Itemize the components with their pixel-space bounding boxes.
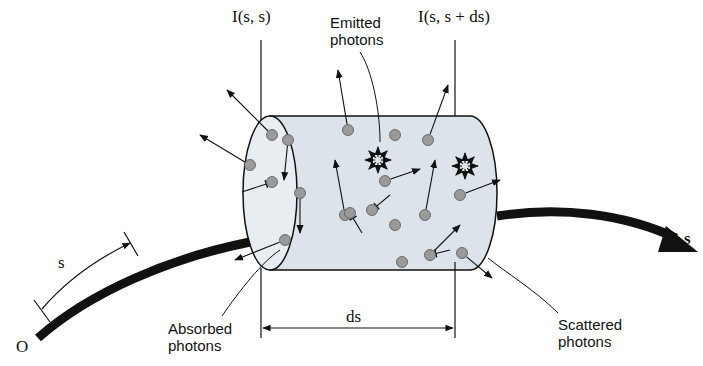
- tick-line: [124, 232, 138, 256]
- intensity-label: I(s, s + ds): [418, 8, 490, 25]
- ray-path: [497, 212, 676, 238]
- leader-line: [488, 258, 558, 313]
- direction-label: s: [684, 230, 691, 247]
- callout-label: Scattered photons: [558, 316, 638, 350]
- control-volume: [270, 116, 497, 270]
- path-length-label: s: [58, 254, 65, 271]
- callout-label: Emitted photons: [330, 14, 402, 48]
- intensity-label: I(s, s): [232, 8, 271, 25]
- volume-end-face: [243, 116, 297, 270]
- dimension-arrow: [263, 327, 453, 328]
- callout-label: Absorbed photons: [168, 320, 248, 354]
- leader-line: [360, 52, 380, 142]
- emission-burst: [365, 147, 391, 173]
- section-line: [260, 40, 261, 120]
- leader-line: [222, 250, 280, 316]
- dimension-label: ds: [346, 308, 361, 325]
- section-line: [454, 40, 455, 118]
- arc-arrow: [42, 243, 130, 309]
- dimension-line: [260, 268, 261, 338]
- origin-label: O: [16, 338, 28, 355]
- photon-particles: [200, 70, 500, 278]
- dimension-line: [454, 262, 455, 338]
- ray-arrowhead: [658, 226, 698, 252]
- emission-burst: [452, 153, 478, 179]
